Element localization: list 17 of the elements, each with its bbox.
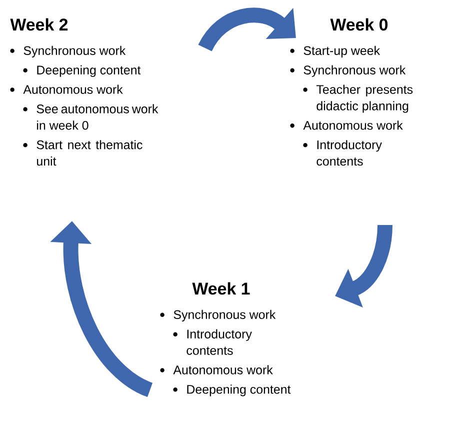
bullet-item: Autonomous work	[173, 365, 273, 374]
heading: Week 2	[10, 18, 68, 31]
bullet-item: Introductory contents	[186, 329, 252, 355]
bullet-item: Introductory contents	[316, 140, 382, 166]
bullet-item: Start next thematic unit	[36, 140, 142, 166]
bullet-item: Autonomous work	[23, 84, 123, 94]
bullet-item: Synchronous work	[304, 65, 406, 77]
heading: Week 1	[192, 282, 250, 295]
bullet-item: Deepening content	[37, 65, 141, 77]
bullet-item: Teacher presents didactic planning	[316, 84, 413, 113]
bullet-item: See autonomous work in week 0	[36, 104, 158, 130]
bullet-item: Synchronous work	[174, 310, 276, 322]
bullet-item: Deepening content	[187, 384, 291, 396]
bullet-item: Synchronous work	[24, 46, 126, 58]
bullet-item: Start-up week	[304, 46, 380, 58]
heading: Week 0	[330, 18, 388, 31]
bullet-item: Autonomous work	[303, 120, 403, 130]
